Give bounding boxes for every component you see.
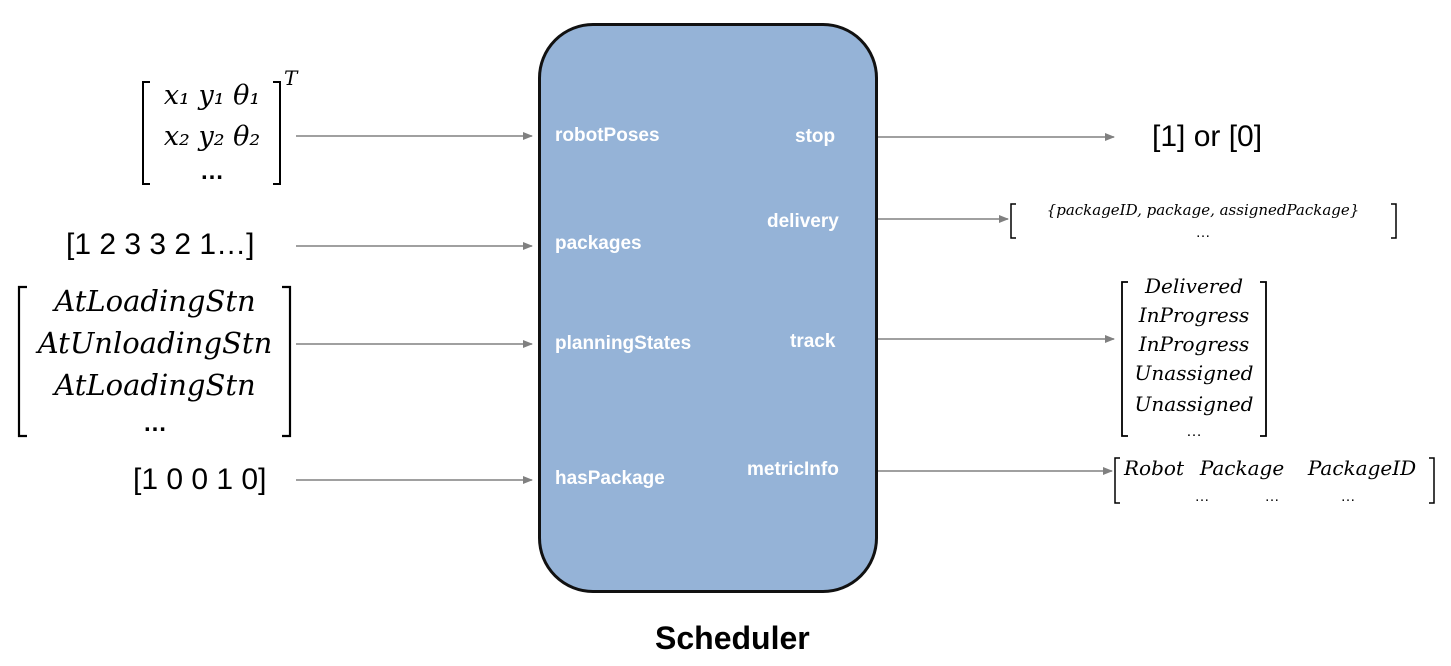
metricinfo-header-robot: Robot (1124, 456, 1184, 480)
robotposes-row-2: x₂ y₂ θ₂ (163, 121, 261, 152)
scheduler-block (538, 23, 878, 593)
bracket-right-delivery (1391, 203, 1397, 239)
port-robotposes: robotPoses (555, 125, 660, 146)
port-stop: stop (795, 126, 836, 147)
planningstates-row-1: AtLoadingStn (54, 284, 256, 318)
port-delivery: delivery (767, 211, 839, 232)
track-row-5: Unassigned (1134, 392, 1254, 416)
metricinfo-header-package: Package (1199, 456, 1285, 480)
planningstates-row-4: … (143, 410, 167, 437)
bracket-left-metricinfo (1114, 457, 1120, 504)
metricinfo-cell-2: … (1264, 488, 1280, 505)
bracket-left-robotposes (142, 81, 150, 185)
delivery-row-1: {packageID, package, assignedPackage} (1046, 201, 1360, 219)
metricinfo-cell-1: … (1194, 488, 1210, 505)
metricinfo-cell-3: … (1340, 488, 1356, 505)
robotposes-row-3: … (200, 158, 224, 185)
block-title: Scheduler (655, 620, 810, 656)
bracket-right-track (1260, 281, 1267, 437)
track-row-4: Unassigned (1134, 361, 1254, 385)
robotposes-transpose: T (284, 66, 298, 90)
bracket-left-planningstates (17, 285, 27, 438)
port-haspackage: hasPackage (555, 468, 665, 489)
track-row-6: … (1186, 423, 1202, 440)
robotposes-row-1: x₁ y₁ θ₁ (163, 80, 261, 111)
port-metricinfo: metricInfo (747, 459, 839, 480)
packages-value: [1 2 3 3 2 1…] (66, 228, 255, 261)
stop-value: [1] or [0] (1152, 120, 1263, 153)
track-row-2: InProgress (1138, 303, 1250, 327)
track-row-3: InProgress (1138, 332, 1250, 356)
delivery-row-2: … (1195, 224, 1211, 241)
port-planningstates: planningStates (555, 333, 692, 354)
haspackage-value: [1 0 0 1 0] (133, 463, 267, 496)
bracket-left-track (1121, 281, 1128, 437)
bracket-left-delivery (1010, 203, 1016, 239)
port-packages: packages (555, 233, 642, 254)
track-row-1: Delivered (1145, 274, 1243, 298)
bracket-right-planningstates (282, 285, 292, 438)
port-track: track (790, 331, 836, 352)
bracket-right-metricinfo (1429, 457, 1435, 504)
planningstates-row-2: AtUnloadingStn (37, 326, 273, 360)
bracket-right-robotposes (273, 81, 281, 185)
metricinfo-header-packageid: PackageID (1307, 456, 1417, 480)
planningstates-row-3: AtLoadingStn (54, 368, 256, 402)
